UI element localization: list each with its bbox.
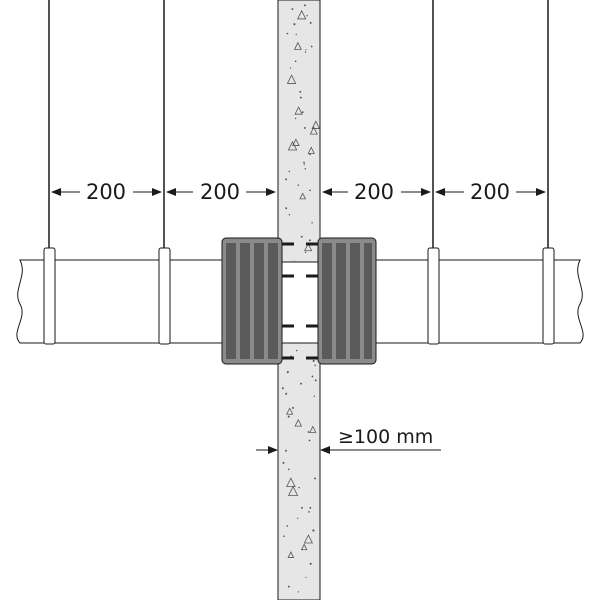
dimension-label-2: 200 (200, 180, 240, 204)
pipe (16, 259, 584, 344)
spacing-dimensions: 200 200 200 200 (51, 178, 546, 206)
dimension-label-3: 200 (354, 180, 394, 204)
clearance-dimension: ≥100 mm (256, 426, 441, 454)
dimension-label-4: 200 (470, 180, 510, 204)
wall-upper (277, 0, 321, 263)
anchor-bolts (282, 242, 318, 360)
dimension-3: 200 (322, 178, 431, 206)
dimension-1: 200 (51, 178, 162, 206)
wall-lower (277, 342, 321, 601)
clearance-label: ≥100 mm (338, 426, 433, 448)
dimension-4: 200 (435, 178, 546, 206)
pipe-right-segment (367, 259, 584, 344)
fire-collar-right (317, 237, 377, 365)
fire-collar-left (221, 237, 283, 365)
hanger-1 (43, 0, 56, 345)
hanger-2 (158, 0, 171, 345)
dimension-2: 200 (166, 178, 276, 206)
hanger-3 (427, 0, 440, 345)
pipe-left-segment (16, 259, 233, 344)
dimension-label-1: 200 (86, 180, 126, 204)
concrete-wall (277, 0, 321, 601)
hangers (43, 0, 555, 345)
wall-opening (277, 261, 321, 344)
hanger-4 (542, 0, 555, 345)
